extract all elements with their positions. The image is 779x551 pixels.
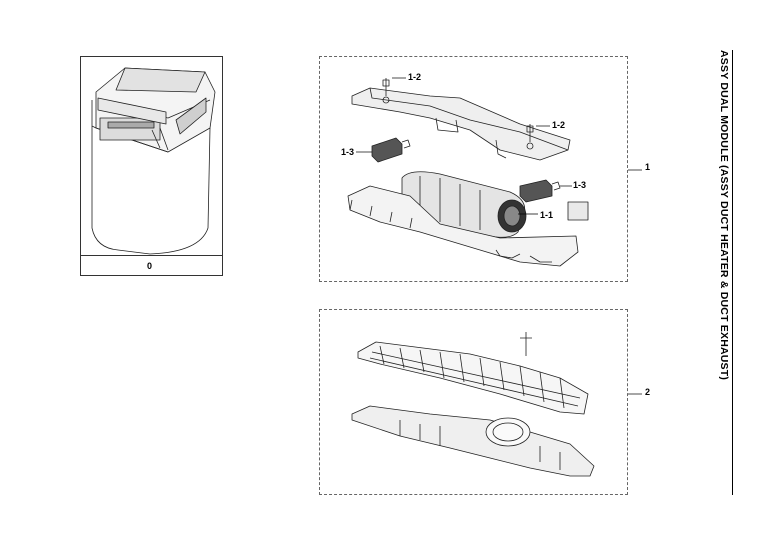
group-1-frame (319, 56, 628, 282)
overview-thumbnail-frame (80, 56, 223, 276)
callout-1-2-top: 1-2 (408, 72, 422, 82)
group-2-frame (319, 309, 628, 495)
thumbnail-label: 0 (147, 261, 153, 271)
callout-1-1: 1-1 (540, 210, 554, 220)
duct-heater-cover (351, 78, 571, 161)
exhaust-base (351, 405, 595, 477)
group-2-label: 2 (645, 387, 651, 397)
washer-illustration (91, 67, 216, 255)
connector-right (519, 179, 561, 203)
callout-1-3-right: 1-3 (573, 180, 587, 190)
connector-left (371, 137, 411, 163)
callout-1-3-left: 1-3 (341, 147, 355, 157)
side-title-rule (732, 50, 733, 495)
duct-heater-tray (347, 185, 589, 267)
callout-1-2-right: 1-2 (552, 120, 566, 130)
thumbnail-divider (80, 255, 223, 256)
group-1-label: 1 (645, 162, 651, 172)
exhaust-grille-top (357, 332, 589, 415)
